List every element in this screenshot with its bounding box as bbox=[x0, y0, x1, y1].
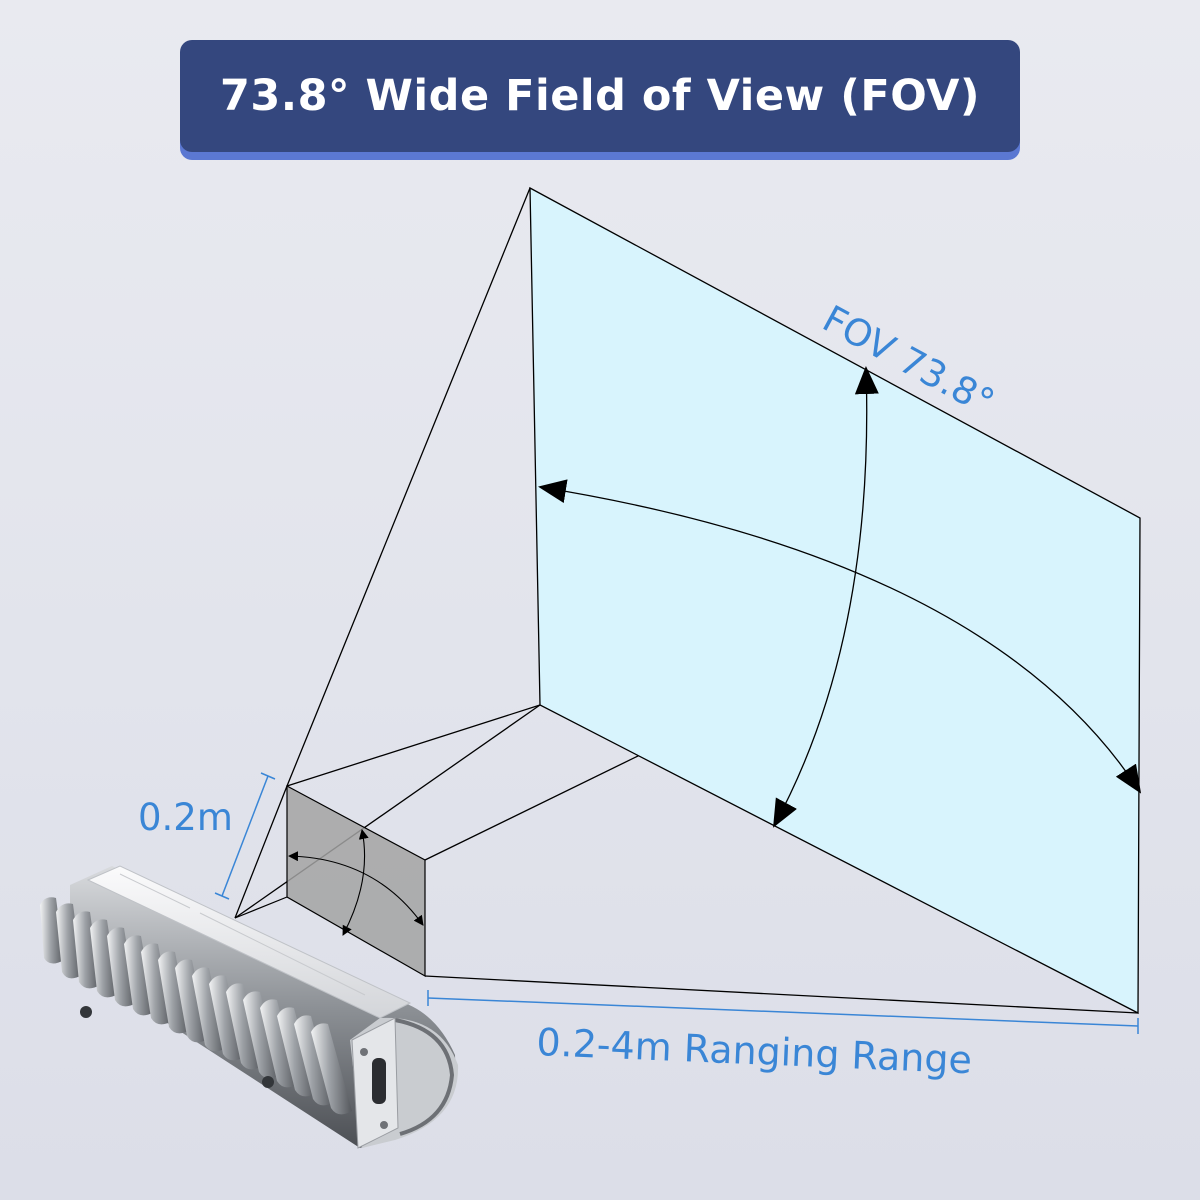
mount-hole-icon bbox=[80, 1006, 92, 1018]
far-fov-arcs bbox=[538, 366, 1142, 828]
usb-port-icon bbox=[372, 1058, 386, 1104]
heatsink-fins bbox=[40, 897, 352, 1115]
mount-hole-icon bbox=[262, 1076, 274, 1088]
title-banner: 73.8° Wide Field of View (FOV) bbox=[180, 40, 1020, 152]
near-size-label: 0.2m bbox=[138, 796, 233, 839]
near-size-dimension bbox=[214, 772, 276, 900]
range-label: 0.2-4m Ranging Range bbox=[536, 1020, 973, 1082]
page-title: 73.8° Wide Field of View (FOV) bbox=[219, 71, 981, 121]
near-fov-arcs bbox=[288, 829, 424, 936]
lidar-device bbox=[40, 865, 459, 1149]
near-projection-plane bbox=[286, 784, 426, 978]
range-dimension bbox=[427, 990, 1139, 1034]
